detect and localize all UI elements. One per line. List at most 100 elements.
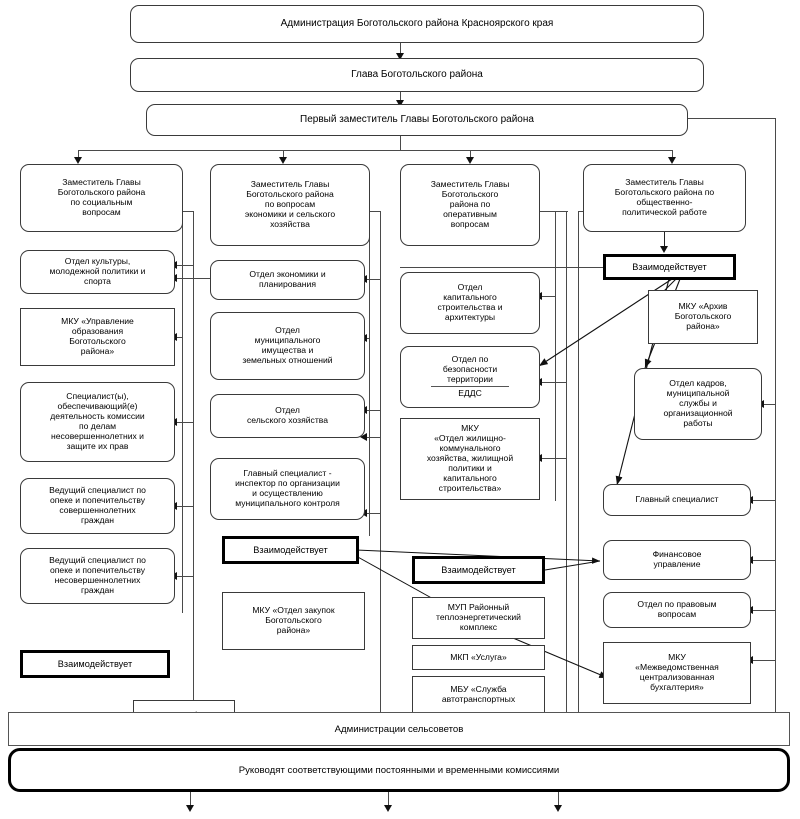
arrow-deputy-2 [279, 157, 287, 164]
connector-deputy4-vz [664, 232, 665, 250]
arrow-deputy-1 [74, 157, 82, 164]
box-municipal-property-land[interactable]: Отдел муниципального имущества и земельн… [210, 312, 365, 380]
box-chief-specialist-label: Главный специалист [635, 494, 719, 505]
box-mup-heat-energy[interactable]: МУП Районный теплоэнергетический комплек… [412, 597, 545, 639]
feed2-c [365, 410, 381, 411]
box-territory-safety[interactable]: Отдел по безопасности территории ЕДДС [400, 346, 540, 408]
arrow-deputy-4 [668, 157, 676, 164]
box-mku-housing-communal[interactable]: МКУ «Отдел жилищно- коммунального хозяйс… [400, 418, 540, 500]
arrow-deputy4-vz [660, 246, 668, 253]
box-mku-education[interactable]: МКУ «Управление образования Боготольског… [20, 308, 175, 366]
box-chief-inspector-municipal-control-label: Главный специалист - инспектор по органи… [235, 468, 340, 508]
arrow-bottom-1 [186, 805, 194, 812]
feed2-d [365, 437, 381, 438]
box-deputy-public-politics[interactable]: Заместитель Главы Боготольского района п… [583, 164, 746, 232]
box-agriculture-label: Отдел сельского хозяйства [246, 405, 329, 425]
connector-admin-to-head [400, 43, 401, 55]
box-deputy-economy[interactable]: Заместитель Главы Боготольского района п… [210, 164, 370, 246]
box-finance-department[interactable]: Финансовое управление [603, 540, 751, 580]
box-interacts-col3[interactable]: Взаимодействует [412, 556, 545, 584]
box-interacts-col4-label: Взаимодействует [632, 261, 707, 272]
feed1-c [175, 337, 183, 338]
box-deputy-economy-label: Заместитель Главы Боготольского района п… [244, 179, 336, 229]
box-mku-procurement[interactable]: МКУ «Отдел закупок Боготольского района» [222, 592, 365, 650]
arrow-bottom-2 [384, 805, 392, 812]
rail2-inner [369, 211, 370, 536]
box-hr-municipal-service[interactable]: Отдел кадров, муниципальной службы и орг… [634, 368, 762, 440]
box-capital-construction-architecture[interactable]: Отдел капитального строительства и архит… [400, 272, 540, 334]
banner-commissions[interactable]: Руководят соответствующими постоянными и… [8, 748, 790, 792]
feed2-b [365, 338, 370, 339]
arrow-admin-to-head [396, 53, 404, 60]
connector-firstdeputy-drop [400, 136, 401, 150]
bottom-drop-1 [190, 792, 191, 808]
box-mku-procurement-label: МКУ «Отдел закупок Боготольского района» [252, 605, 335, 635]
feed1-d [175, 422, 194, 423]
bottom-drop-3 [558, 792, 559, 808]
banner-village-administrations-label: Администрации сельсоветов [334, 723, 464, 735]
arrow-bottom-3 [554, 805, 562, 812]
box-deputy-operations-label: Заместитель Главы Боготольского района п… [430, 179, 510, 229]
feed4-c [751, 560, 775, 561]
rail-first-deputy-right [688, 118, 776, 119]
box-legal-affairs-label: Отдел по правовым вопросам [637, 599, 717, 619]
feed1-e [175, 506, 194, 507]
box-deputy-social[interactable]: Заместитель Главы Боготольского района п… [20, 164, 183, 232]
box-territory-safety-label: Отдел по безопасности территории [442, 353, 498, 384]
feed3-c [540, 458, 566, 459]
drop-deputy-3 [470, 150, 471, 160]
box-interacts-col2[interactable]: Взаимодействует [222, 536, 359, 564]
box-legal-affairs[interactable]: Отдел по правовым вопросам [603, 592, 751, 628]
box-interacts-col3-label: Взаимодействует [441, 564, 516, 575]
box-mbu-autotransport[interactable]: МБУ «Служба автотранспортных [412, 676, 545, 714]
box-deputy-operations[interactable]: Заместитель Главы Боготольского района п… [400, 164, 540, 246]
box-mku-archive[interactable]: МКУ «Архив Боготольского района» [648, 290, 758, 344]
box-minors-commission-specialist[interactable]: Специалист(ы), обеспечивающий(е) деятель… [20, 382, 175, 462]
box-head-of-district-label: Глава Боготольского района [351, 69, 483, 81]
box-agriculture[interactable]: Отдел сельского хозяйства [210, 394, 365, 438]
banner-commissions-label: Руководят соответствующими постоянными и… [238, 764, 560, 776]
connector-head-to-first-deputy [400, 92, 401, 102]
link-vz4-left [400, 267, 603, 268]
box-interacts-col1-label: Взаимодействует [57, 658, 133, 669]
feed1-a [175, 265, 193, 266]
box-mku-interdepartmental-accounting[interactable]: МКУ «Межведомственная централизованная б… [603, 642, 751, 704]
box-mku-archive-label: МКУ «Архив Боготольского района» [674, 301, 732, 331]
arrow-deputy-3 [466, 157, 474, 164]
box-mkp-usluga[interactable]: МКП «Услуга» [412, 645, 545, 670]
box-guardianship-adults-label: Ведущий специалист по опеке и попечитель… [49, 485, 146, 525]
box-mku-education-label: МКУ «Управление образования Боготольског… [61, 316, 134, 356]
feed2-a [365, 279, 381, 280]
box-administration[interactable]: Администрация Боготольского района Красн… [130, 5, 704, 43]
rail1-inner [182, 211, 183, 613]
feed4-d [751, 610, 775, 611]
rail3-outer [566, 211, 567, 718]
box-finance-department-label: Финансовое управление [652, 549, 702, 569]
box-interacts-col4[interactable]: Взаимодействует [603, 254, 736, 280]
feed3-a [540, 296, 555, 297]
box-culture-youth-sport-label: Отдел культуры, молодежной политики и сп… [49, 256, 146, 286]
box-guardianship-adults[interactable]: Ведущий специалист по опеке и попечитель… [20, 478, 175, 534]
box-mbu-autotransport-label: МБУ «Служба автотранспортных [441, 684, 516, 704]
box-head-of-district[interactable]: Глава Боготольского района [130, 58, 704, 92]
box-mku-interdepartmental-accounting-label: МКУ «Межведомственная централизованная б… [635, 652, 719, 692]
box-guardianship-minors[interactable]: Ведущий специалист по опеке и попечитель… [20, 548, 175, 604]
rail3-top-h [540, 211, 568, 212]
feed4-a [762, 404, 775, 405]
banner-village-administrations[interactable]: Администрации сельсоветов [8, 712, 790, 746]
box-chief-specialist[interactable]: Главный специалист [603, 484, 751, 516]
box-deputy-public-politics-label: Заместитель Главы Боготольского района п… [614, 177, 715, 217]
bus-deputies [78, 150, 673, 151]
rail1-outer [193, 211, 194, 718]
box-first-deputy[interactable]: Первый заместитель Главы Боготольского р… [146, 104, 688, 136]
box-chief-inspector-municipal-control[interactable]: Главный специалист - инспектор по органи… [210, 458, 365, 520]
box-interacts-col1[interactable]: Взаимодействует [20, 650, 170, 678]
box-interacts-col2-label: Взаимодействует [253, 544, 328, 555]
box-economy-planning[interactable]: Отдел экономики и планирования [210, 260, 365, 300]
feed2-e [365, 513, 381, 514]
feed1-f [175, 576, 194, 577]
bottom-drop-2 [388, 792, 389, 808]
box-deputy-social-label: Заместитель Главы Боготольского района п… [57, 177, 146, 217]
box-culture-youth-sport[interactable]: Отдел культуры, молодежной политики и сп… [20, 250, 175, 294]
box-guardianship-minors-label: Ведущий специалист по опеке и попечитель… [49, 555, 146, 595]
